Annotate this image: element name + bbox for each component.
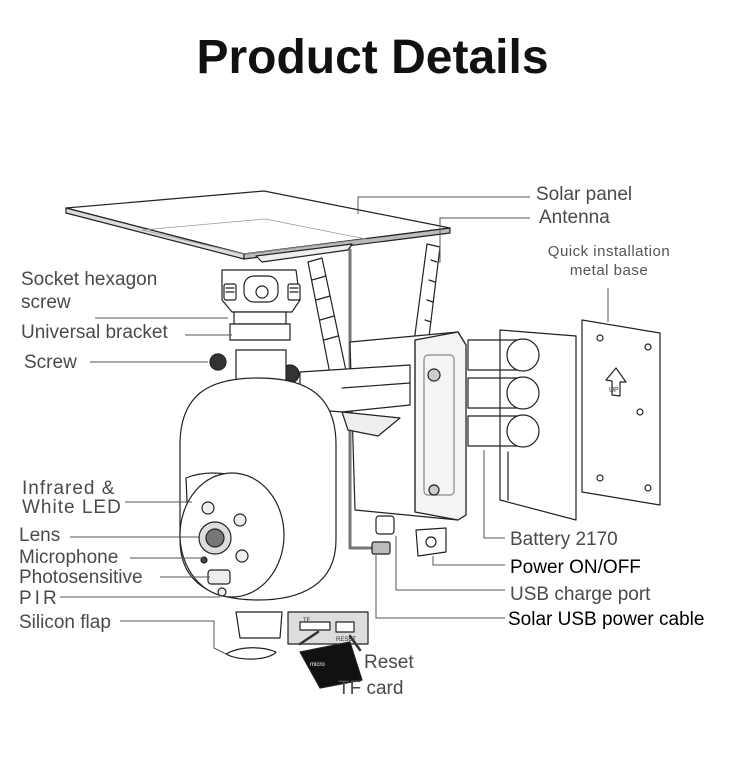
reset-arrow-illustration — [348, 634, 362, 652]
power-button-illustration — [415, 527, 447, 557]
label-microphone: Microphone — [19, 547, 119, 568]
label-lens: Lens — [19, 525, 61, 546]
usb-connector-illustration — [371, 515, 395, 555]
label-infrared-line2: White LED — [22, 497, 122, 518]
label-silicon-flap: Silicon flap — [19, 612, 111, 633]
card-brand-text: micro — [310, 662, 325, 668]
reset-slot-text: RESET — [336, 637, 356, 643]
label-universal-bracket: Universal bracket — [21, 322, 168, 343]
universal-bracket-illustration — [221, 269, 301, 341]
leader-lines — [60, 196, 609, 655]
label-solar-panel: Solar panel — [536, 184, 633, 205]
silicon-flap-illustration — [225, 611, 283, 660]
tf-slot-text: TF — [303, 618, 311, 624]
label-quick-base-line2: metal base — [569, 262, 649, 279]
label-screw: Screw — [24, 352, 77, 373]
mount-arms-illustration — [307, 257, 349, 385]
label-battery: Battery 2170 — [510, 529, 618, 550]
label-socket-hexagon-line1: Socket hexagon — [21, 269, 158, 290]
screw-left-illustration — [209, 353, 227, 371]
tf-card-illustration — [299, 641, 363, 689]
label-infrared-line1: Infrared & — [22, 478, 116, 499]
metal-base-illustration — [581, 319, 661, 506]
page-title: Product Details — [196, 31, 549, 84]
camera-body-illustration — [179, 377, 337, 601]
label-pir: PIR — [19, 588, 60, 609]
label-tf-card: TF card — [338, 678, 404, 699]
wall-arm-illustration — [299, 364, 411, 437]
label-quick-base-line1: Quick installation — [547, 243, 671, 260]
battery-cells-illustration — [467, 329, 577, 521]
label-power-on-off: Power ON/OFF — [510, 557, 641, 578]
up-arrow-text: UP — [609, 387, 619, 394]
label-reset: Reset — [364, 652, 414, 673]
label-antenna: Antenna — [539, 207, 610, 228]
label-usb-charge-port: USB charge port — [510, 584, 651, 605]
label-solar-usb-cable: Solar USB power cable — [508, 609, 705, 630]
tf-slot-panel-illustration — [287, 611, 369, 645]
label-socket-hexagon-line2: screw — [21, 292, 71, 313]
solar-panel-illustration — [65, 190, 451, 263]
tf-arrow-illustration — [298, 630, 320, 646]
bracket-collar-illustration — [235, 349, 287, 383]
label-photosensitive: Photosensitive — [19, 567, 143, 588]
